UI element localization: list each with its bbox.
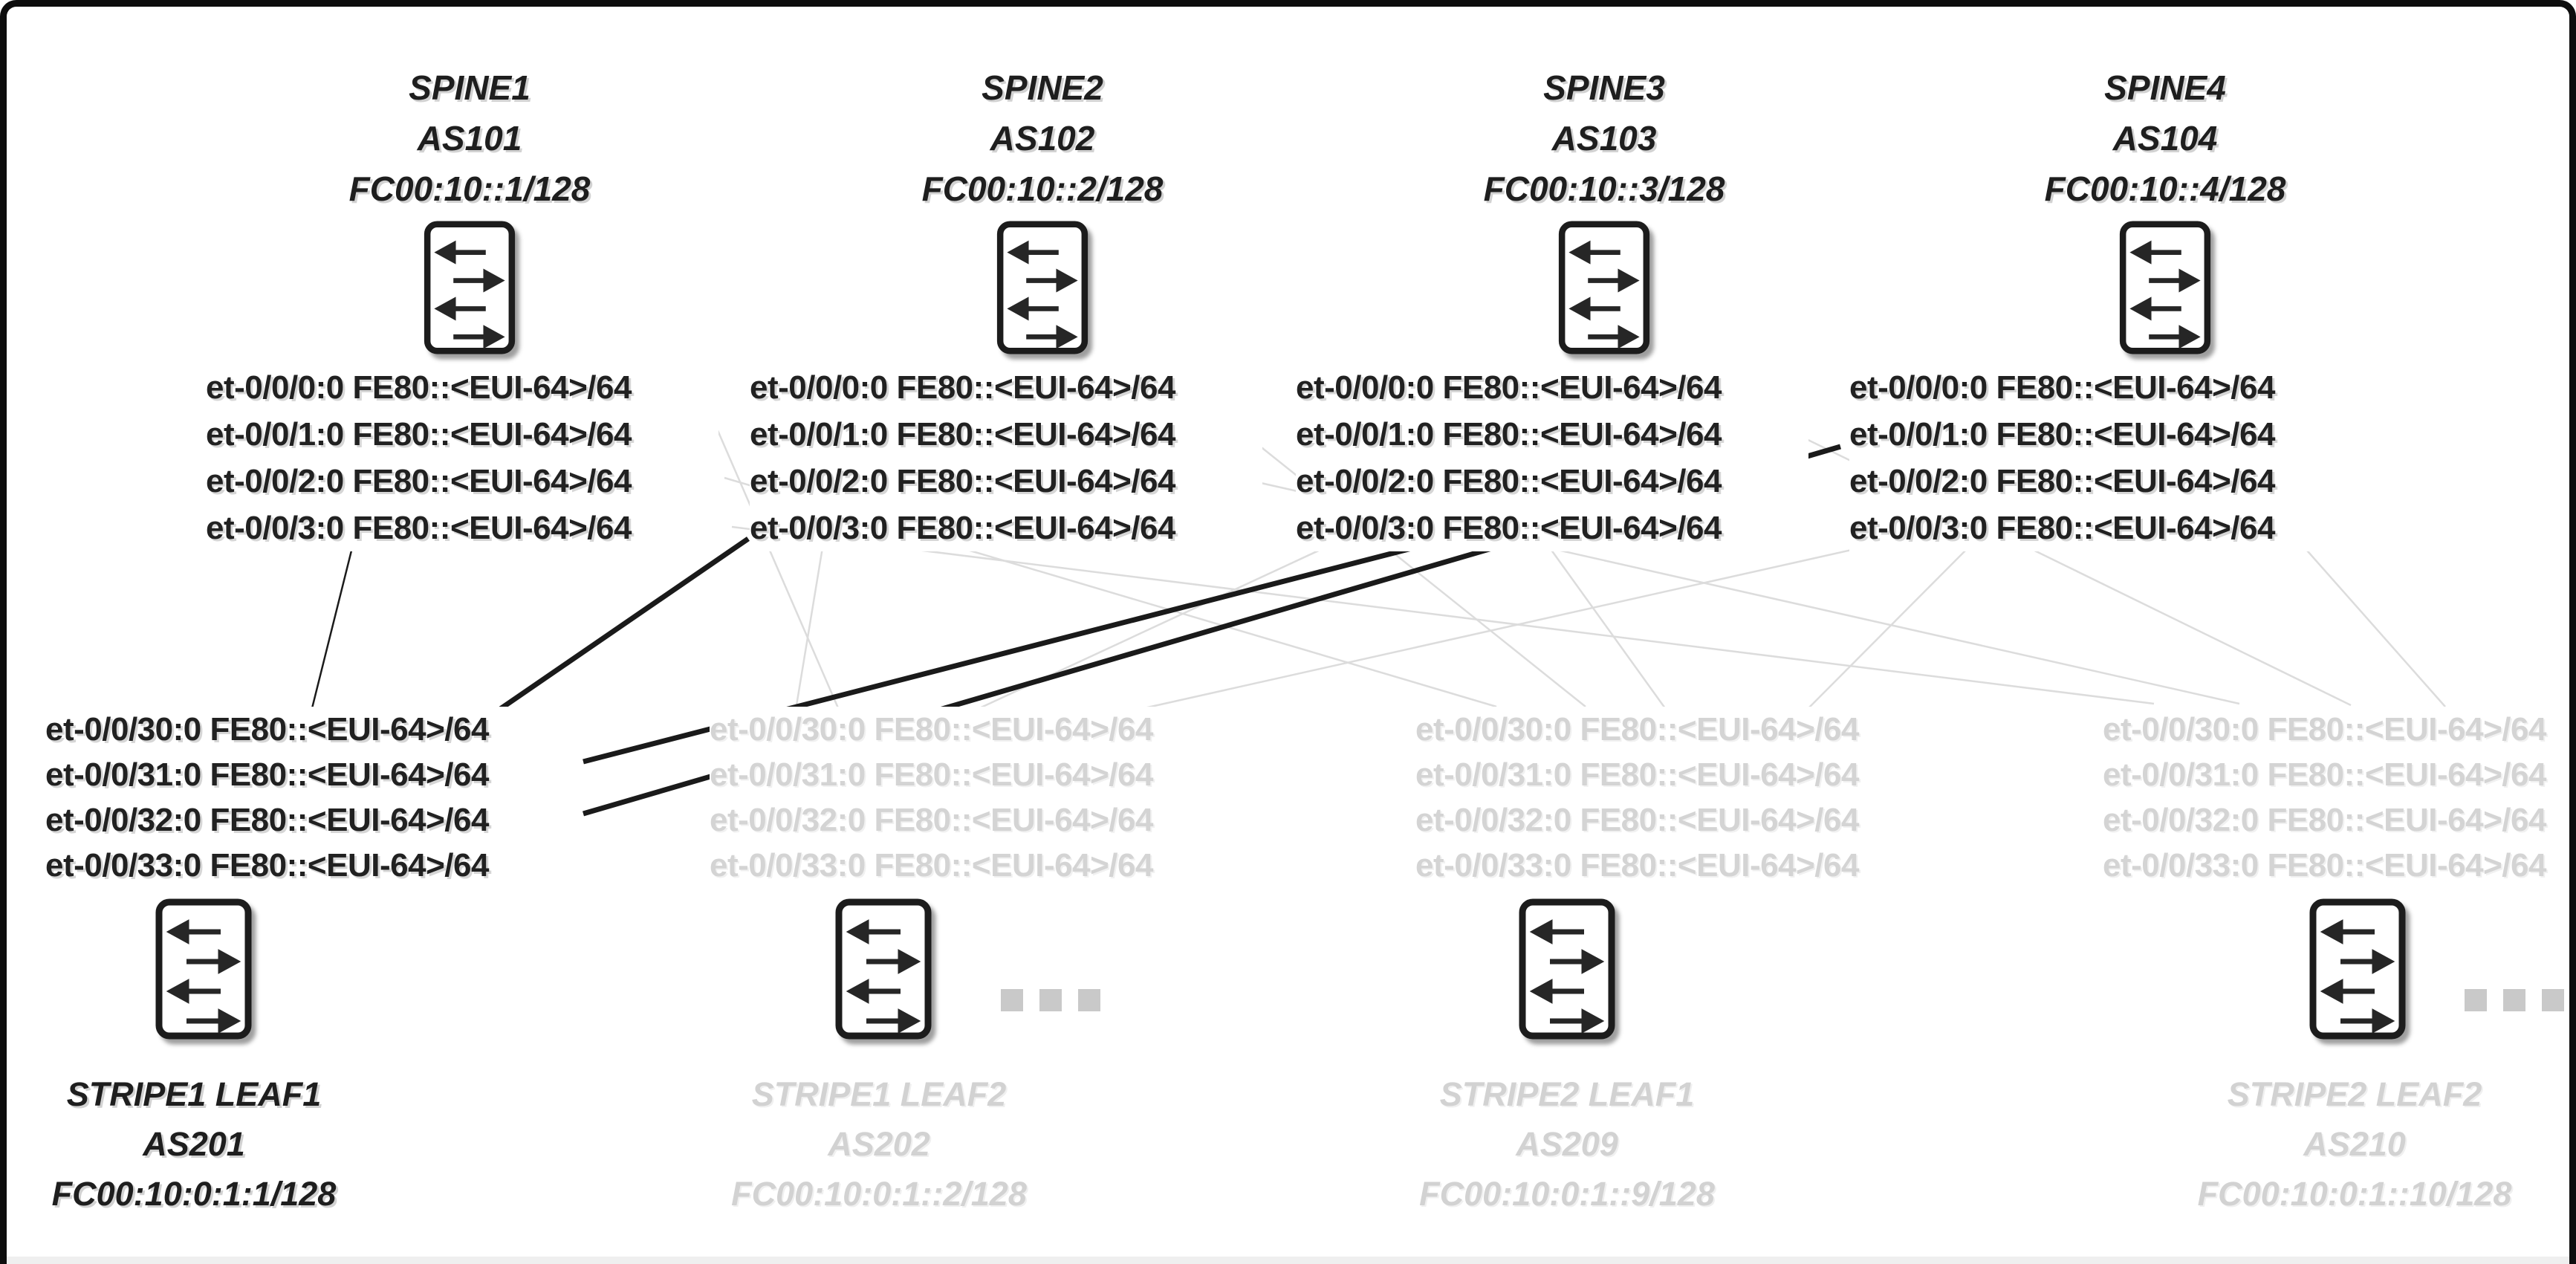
interface-label: et-0/0/0:0 FE80::<EUI-64>/64 [206,369,632,406]
bottom-bar [7,1257,2569,1264]
interface-label: et-0/0/0:0 FE80::<EUI-64>/64 [1296,369,1722,406]
link-spine3-to-stripe1-leaf2 [976,537,1345,711]
link-stripe1-leaf1-et-0/0/30:0-to-spine1 [309,538,356,715]
interface-label: et-0/0/1:0 FE80::<EUI-64>/64 [1849,416,2275,453]
node-name: STRIPE2 LEAF2 [2227,1075,2482,1113]
node-name: STRIPE2 LEAF1 [1439,1075,1695,1113]
interface-label: et-0/0/30:0 FE80::<EUI-64>/64 [45,711,489,748]
leaf3-title: STRIPE2 LEAF1 AS209 FC00:10:0:1::9/128 [1233,1069,1901,1219]
node-as: AS101 [417,119,522,158]
node-name: SPINE2 [982,68,1103,107]
node-name: SPINE4 [2104,68,2226,107]
router-icon [2309,898,2406,1040]
ellipsis-dot [2503,989,2525,1011]
node-loopback: FC00:10::1/128 [348,169,591,208]
interface-label: et-0/0/2:0 FE80::<EUI-64>/64 [206,463,632,499]
node-as: AS201 [143,1125,245,1163]
leaf2-interfaces: et-0/0/30:0 FE80::<EUI-64>/64 et-0/0/31:… [710,707,1246,888]
node-as: AS102 [990,119,1095,158]
spine4-interfaces: et-0/0/0:0 FE80::<EUI-64>/64 et-0/0/1:0 … [1849,364,2362,551]
interface-label: et-0/0/32:0 FE80::<EUI-64>/64 [45,802,489,838]
leaf3-interfaces: et-0/0/30:0 FE80::<EUI-64>/64 et-0/0/31:… [1415,707,1952,888]
link-spine4-to-stripe2-leaf2 [2296,538,2446,707]
interface-label: et-0/0/33:0 FE80::<EUI-64>/64 [45,847,489,884]
link-spine3-to-stripe2-leaf1 [1542,538,1667,709]
router-icon [155,898,252,1040]
node-as: AS103 [1551,119,1657,158]
node-name: SPINE3 [1543,68,1665,107]
ellipsis-dot [1001,989,1023,1011]
ellipsis-dot [1078,989,1100,1011]
ellipsis-dot [2465,989,2487,1011]
interface-label: et-0/0/3:0 FE80::<EUI-64>/64 [206,510,632,546]
link-spine4-to-stripe1-leaf2 [1137,537,1902,711]
leaf2-title: STRIPE1 LEAF2 AS202 FC00:10:0:1::2/128 [545,1069,1213,1219]
node-as: AS210 [2303,1125,2406,1163]
node-name: STRIPE1 LEAF2 [751,1075,1007,1113]
node-loopback: FC00:10:0:1:1/128 [51,1175,337,1213]
router-icon [996,221,1089,354]
node-as: AS104 [2112,119,2218,158]
interface-label: et-0/0/32:0 FE80::<EUI-64>/64 [2103,802,2546,838]
link-stripe1-leaf1-et-0/0/30:0-to-spine2 [493,537,750,715]
spine1-interfaces: et-0/0/0:0 FE80::<EUI-64>/64 et-0/0/1:0 … [206,364,718,551]
interface-label: et-0/0/33:0 FE80::<EUI-64>/64 [710,847,1153,884]
interface-label: et-0/0/31:0 FE80::<EUI-64>/64 [45,756,489,793]
ellipsis-icon [2465,989,2569,1011]
interface-label: et-0/0/3:0 FE80::<EUI-64>/64 [1849,510,2275,546]
interface-label: et-0/0/31:0 FE80::<EUI-64>/64 [2103,756,2546,793]
node-loopback: FC00:10::2/128 [921,169,1164,208]
router-icon [2118,221,2212,354]
spine3-interfaces: et-0/0/0:0 FE80::<EUI-64>/64 et-0/0/1:0 … [1296,364,1808,551]
router-icon [1557,221,1651,354]
interface-label: et-0/0/30:0 FE80::<EUI-64>/64 [2103,711,2546,748]
spine1-title: SPINE1 AS101 FC00:10::1/128 [172,62,767,214]
spine3-title: SPINE3 AS103 FC00:10::3/128 [1307,62,1901,214]
interface-label: et-0/0/2:0 FE80::<EUI-64>/64 [1849,463,2275,499]
leaf4-title: STRIPE2 LEAF2 AS210 FC00:10:0:1::10/128 [2020,1069,2569,1219]
interface-label: et-0/0/0:0 FE80::<EUI-64>/64 [750,369,1175,406]
interface-label: et-0/0/33:0 FE80::<EUI-64>/64 [2103,847,2546,884]
link-spine4-to-stripe2-leaf1 [1808,538,1978,709]
interface-label: et-0/0/32:0 FE80::<EUI-64>/64 [710,802,1153,838]
router-icon [1519,898,1615,1040]
ellipsis-dot [1039,989,1062,1011]
spine4-title: SPINE4 AS104 FC00:10::4/128 [1868,62,2462,214]
ellipsis-dot [2542,989,2564,1011]
interface-label: et-0/0/30:0 FE80::<EUI-64>/64 [710,711,1153,748]
interface-label: et-0/0/31:0 FE80::<EUI-64>/64 [710,756,1153,793]
leaf4-interfaces: et-0/0/30:0 FE80::<EUI-64>/64 et-0/0/31:… [2103,707,2569,888]
node-as: AS209 [1516,1125,1618,1163]
interface-label: et-0/0/2:0 FE80::<EUI-64>/64 [1296,463,1722,499]
interface-label: et-0/0/33:0 FE80::<EUI-64>/64 [1415,847,1859,884]
leaf1-title: STRIPE1 LEAF1 AS201 FC00:10:0:1:1/128 [7,1069,528,1219]
router-icon [835,898,932,1040]
node-loopback: FC00:10:0:1::10/128 [2197,1175,2512,1213]
node-as: AS202 [828,1125,930,1163]
interface-label: et-0/0/1:0 FE80::<EUI-64>/64 [206,416,632,453]
interface-label: et-0/0/1:0 FE80::<EUI-64>/64 [750,416,1175,453]
node-loopback: FC00:10::4/128 [2044,169,2286,208]
node-loopback: FC00:10::3/128 [1483,169,1725,208]
node-name: SPINE1 [409,68,531,107]
ellipsis-icon [1001,989,1117,1011]
router-icon [423,221,516,354]
interface-label: et-0/0/2:0 FE80::<EUI-64>/64 [750,463,1175,499]
interface-label: et-0/0/30:0 FE80::<EUI-64>/64 [1415,711,1859,748]
node-name: STRIPE1 LEAF1 [66,1075,322,1113]
node-loopback: FC00:10:0:1::2/128 [731,1175,1027,1213]
spine2-interfaces: et-0/0/0:0 FE80::<EUI-64>/64 et-0/0/1:0 … [750,364,1262,551]
link-spine1-to-stripe2-leaf2 [731,525,2155,705]
interface-label: et-0/0/3:0 FE80::<EUI-64>/64 [750,510,1175,546]
interface-label: et-0/0/32:0 FE80::<EUI-64>/64 [1415,802,1859,838]
spine2-title: SPINE2 AS102 FC00:10::2/128 [745,62,1340,214]
link-spine2-to-stripe1-leaf2 [794,538,825,710]
interface-label: et-0/0/3:0 FE80::<EUI-64>/64 [1296,510,1722,546]
interface-label: et-0/0/1:0 FE80::<EUI-64>/64 [1296,416,1722,453]
interface-label: et-0/0/0:0 FE80::<EUI-64>/64 [1849,369,2275,406]
interface-label: et-0/0/31:0 FE80::<EUI-64>/64 [1415,756,1859,793]
leaf1-interfaces: et-0/0/30:0 FE80::<EUI-64>/64 et-0/0/31:… [45,707,582,888]
node-loopback: FC00:10:0:1::9/128 [1419,1175,1715,1213]
